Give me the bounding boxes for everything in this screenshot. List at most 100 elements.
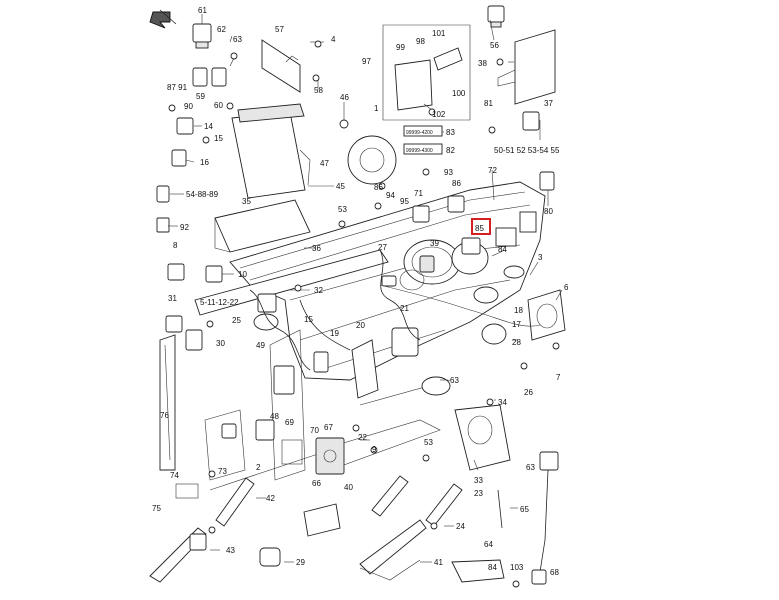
relay-80	[539, 171, 555, 191]
lock-cylinder-3	[503, 265, 525, 279]
callout-25: 25	[232, 316, 241, 325]
callout-69: 69	[285, 418, 294, 427]
callout-66: 66	[312, 479, 321, 488]
relay-86	[447, 195, 465, 213]
callout-18: 18	[514, 306, 523, 315]
callout-42: 42	[266, 494, 275, 503]
plate-text: 99999-4200	[406, 130, 433, 136]
relay-54	[156, 185, 170, 203]
part-69	[281, 439, 303, 465]
callout-65: 65	[520, 505, 529, 514]
callout-37: 37	[544, 99, 553, 108]
callout-16: 16	[200, 158, 209, 167]
callout-100: 100	[452, 89, 466, 98]
steering-part-1	[347, 135, 397, 185]
callout-70: 70	[310, 426, 319, 435]
highlight-box	[471, 218, 491, 235]
callout-74: 74	[170, 471, 179, 480]
callout-35: 35	[242, 197, 251, 206]
part-74	[175, 483, 199, 499]
wire-harness	[249, 249, 541, 371]
callout-43: 43	[226, 546, 235, 555]
ignition-switch-6	[527, 289, 566, 341]
sensor-42	[215, 477, 255, 527]
callout-19: 19	[330, 329, 339, 338]
callout-15-b: 15	[304, 315, 313, 324]
cover-84	[451, 559, 505, 583]
callout-10: 10	[238, 270, 247, 279]
connector-27	[381, 275, 397, 287]
callout-57: 57	[275, 25, 284, 34]
switch-19	[313, 351, 329, 373]
callout-24: 24	[456, 522, 465, 531]
callout-67: 67	[324, 423, 333, 432]
callout-75: 75	[152, 504, 161, 513]
callout-86-b: 86	[452, 179, 461, 188]
part-17	[481, 323, 507, 345]
callout-63-top: 63	[233, 35, 242, 44]
callout-6: 6	[564, 283, 569, 292]
part-18	[473, 286, 499, 304]
relay-61	[192, 23, 212, 49]
callout-53-a: 53	[338, 205, 347, 214]
callout-84-b: 84	[488, 563, 497, 572]
callout-56: 56	[490, 41, 499, 50]
callout-102: 102	[432, 110, 446, 119]
bolt-icons	[168, 40, 560, 588]
callout-58: 58	[314, 86, 323, 95]
callout-97: 97	[362, 57, 371, 66]
switch-39	[419, 255, 435, 273]
callout-80: 80	[544, 207, 553, 216]
callout-32: 32	[314, 286, 323, 295]
callout-14: 14	[204, 122, 213, 131]
callout-84-a: 84	[498, 245, 507, 254]
callout-94: 94	[386, 191, 395, 200]
relay-31	[165, 315, 183, 333]
callout-50-55: 50-51 52 53-54 55	[494, 146, 560, 155]
plate-text: 99999-4300	[406, 148, 433, 154]
part-63	[421, 376, 451, 396]
part-29	[259, 547, 281, 567]
callout-3: 3	[538, 253, 543, 262]
sensor-15b	[253, 313, 279, 331]
relay-5	[257, 293, 277, 313]
callout-1: 1	[374, 104, 379, 113]
callout-61: 61	[198, 6, 207, 15]
callout-33: 33	[474, 476, 483, 485]
callout-40: 40	[344, 483, 353, 492]
callout-46: 46	[340, 93, 349, 102]
ecu-module	[231, 103, 311, 199]
callout-47: 47	[320, 159, 329, 168]
relay-71	[412, 205, 430, 223]
callout-41: 41	[434, 558, 443, 567]
callout-95: 95	[400, 197, 409, 206]
callout-62: 62	[217, 25, 226, 34]
sensor-64	[531, 451, 559, 585]
bracket-43	[149, 527, 207, 583]
label-plate-82: 99999-4300	[403, 143, 443, 155]
bracket-57	[261, 39, 301, 93]
callout-86-a: 86	[374, 183, 383, 192]
label-plate-83: 99999-4200	[403, 125, 443, 137]
front-arrow-icon	[149, 9, 177, 29]
callout-27: 27	[378, 243, 387, 252]
callout-15: 15	[214, 134, 223, 143]
leader-lines	[168, 14, 563, 563]
callout-82: 82	[446, 146, 455, 155]
cross-beam	[159, 249, 451, 491]
callout-54-88-89: 54-88-89	[186, 190, 219, 199]
callout-22: 22	[358, 433, 367, 442]
relay-59	[192, 67, 208, 87]
bracket-35	[214, 199, 311, 253]
callout-34: 34	[498, 398, 507, 407]
callout-59: 59	[196, 92, 205, 101]
relay-14	[176, 117, 194, 135]
callout-93: 93	[444, 168, 453, 177]
callout-31: 31	[168, 294, 177, 303]
relay-60	[211, 67, 227, 87]
callout-64: 64	[484, 540, 493, 549]
callout-26: 26	[524, 388, 533, 397]
bracket-37	[497, 29, 556, 105]
callout-45: 45	[336, 182, 345, 191]
